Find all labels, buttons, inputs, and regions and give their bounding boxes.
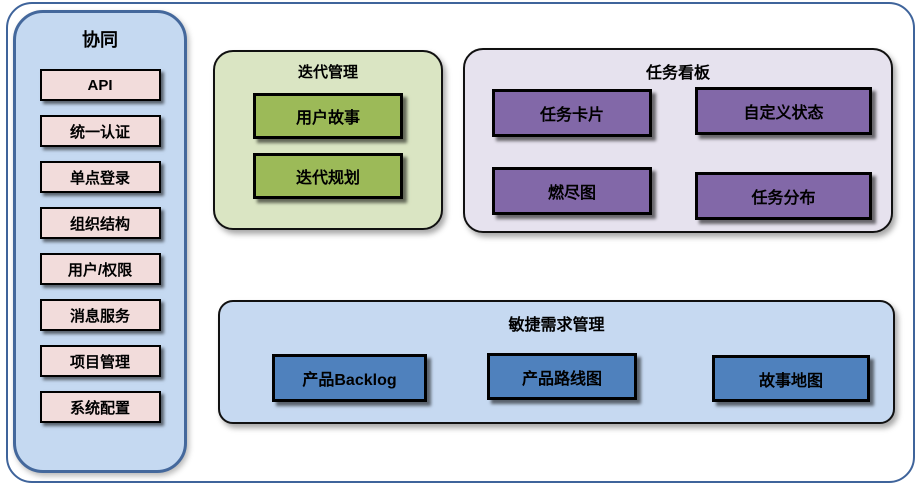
box-user-story: 用户故事 [253,93,403,139]
box-story-map: 故事地图 [712,355,870,402]
outer-frame-border [6,2,915,483]
box-iteration-planning: 迭代规划 [253,153,403,199]
group-agile-requirement-management: 敏捷需求管理 产品Backlog 产品路线图 故事地图 [218,300,895,424]
iteration-group-title: 迭代管理 [297,64,358,81]
sidebar-item-sso: 单点登录 [39,161,161,193]
sidebar-item-org-structure: 组织结构 [39,207,161,239]
sidebar-item-user-permission: 用户/权限 [39,253,161,285]
group-task-kanban: 任务看板 任务卡片 自定义状态 燃尽图 任务分布 [463,48,893,233]
box-custom-status: 自定义状态 [695,87,872,135]
box-product-roadmap: 产品路线图 [487,353,637,400]
sidebar-item-message-service: 消息服务 [39,299,161,331]
agile-group-title: 敏捷需求管理 [508,317,605,334]
sidebar-item-api: API [39,69,161,101]
sidebar-item-list: API 统一认证 单点登录 组织结构 用户/权限 消息服务 项目管理 系统配置 [16,69,184,423]
sidebar-item-project-management: 项目管理 [39,345,161,377]
iteration-item-list: 用户故事 迭代规划 [215,93,441,199]
box-product-backlog: 产品Backlog [272,354,427,402]
box-task-card: 任务卡片 [492,89,652,137]
sidebar-item-unified-auth: 统一认证 [39,115,161,147]
kanban-group-title: 任务看板 [645,65,710,82]
box-task-distribution: 任务分布 [695,172,872,220]
group-iteration-management: 迭代管理 用户故事 迭代规划 [213,50,443,230]
sidebar-title: 协同 [82,30,118,50]
sidebar-collaboration: 协同 API 统一认证 单点登录 组织结构 用户/权限 消息服务 项目管理 系统… [13,10,187,473]
sidebar-item-system-config: 系统配置 [39,391,161,423]
box-burndown-chart: 燃尽图 [492,167,652,215]
